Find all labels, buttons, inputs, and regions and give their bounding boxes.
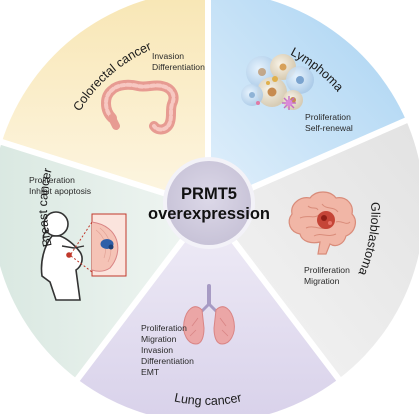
effect-lung-1: Proliferation	[141, 323, 187, 333]
effect-glioblastoma-1: Proliferation	[304, 265, 350, 275]
effect-glioblastoma-2: Migration	[304, 276, 340, 286]
effect-lung-3: Invasion	[141, 345, 173, 355]
segment-name-lung-cancer: Lung cancer	[173, 390, 243, 408]
cell-cluster-icon	[241, 54, 314, 110]
effect-breast-1: Proliferation	[29, 175, 75, 185]
brain-icon	[288, 191, 356, 255]
effect-lung-2: Migration	[141, 334, 177, 344]
lungs-icon	[183, 284, 235, 345]
breast-dotted-connector	[70, 221, 93, 273]
svg-text:Breast cancer: Breast cancer	[36, 167, 55, 248]
segment-lymphoma	[208, 0, 407, 207]
effect-breast-2: Inhibit apoptosis	[29, 186, 91, 196]
effect-lymphoma-1: Proliferation	[305, 112, 351, 122]
effect-lung-4: Differentiation	[141, 356, 194, 366]
center-title-line1: PRMT5	[181, 185, 237, 203]
segment-name-breast-cancer: Breast cancer	[36, 167, 55, 248]
colon-icon	[101, 79, 179, 135]
segment-lung-cancer	[77, 207, 339, 414]
center-circle	[167, 161, 251, 245]
effect-colorectal-2: Differentiation	[152, 62, 205, 72]
svg-text:Lung cancer: Lung cancer	[173, 390, 243, 408]
breast-closeup-icon	[91, 213, 127, 277]
center-title-line2: overexpression	[148, 205, 270, 223]
breast-figure-icon	[40, 211, 85, 301]
effect-lung-5: EMT	[141, 367, 160, 377]
effect-lymphoma-2: Self-renewal	[305, 123, 353, 133]
effect-colorectal-1: Invasion	[152, 51, 184, 61]
